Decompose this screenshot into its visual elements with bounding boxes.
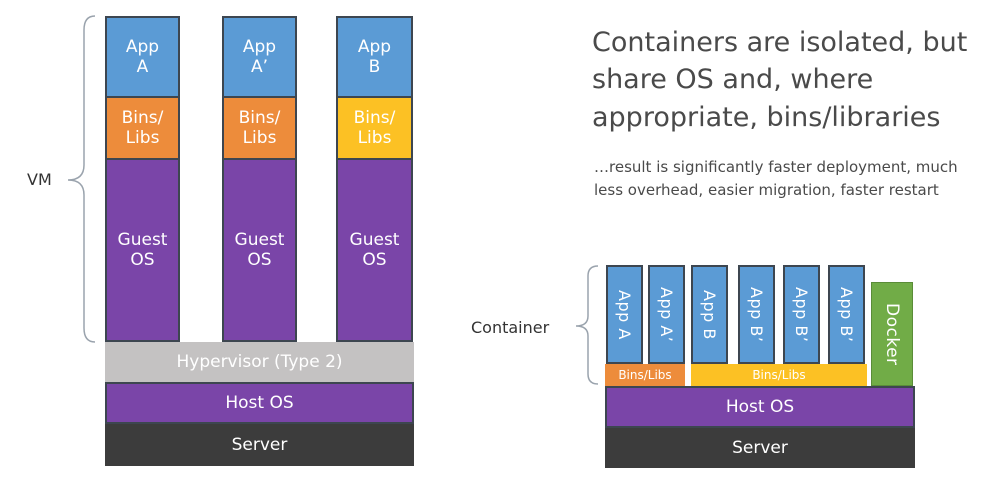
vm-brace [67, 15, 96, 343]
subtext: …result is significantly faster deployme… [594, 158, 958, 199]
vm-host-os-layer: Host OS [105, 382, 414, 424]
container-app-b-prime-2: App B’ [783, 265, 820, 364]
vm-app-a-prime: App A’ [222, 16, 297, 98]
container-server-layer: Server [605, 428, 915, 468]
vm-bins-a: Bins/ Libs [105, 98, 180, 160]
container-brace [575, 265, 599, 385]
vm-guest-os-a: Guest OS [105, 160, 180, 342]
heading: Containers are isolated, but share OS an… [592, 27, 968, 133]
vm-app-b: App B [336, 16, 413, 98]
container-app-b-prime-3: App B’ [828, 265, 865, 364]
container-app-b: App B [691, 265, 728, 364]
container-bins-b: Bins/Libs [691, 364, 867, 386]
container-app-b-prime-1: App B’ [738, 265, 775, 364]
vm-guest-os-a-prime: Guest OS [222, 160, 297, 342]
container-bins-a: Bins/Libs [605, 364, 685, 386]
hypervisor-layer: Hypervisor (Type 2) [105, 342, 414, 382]
vm-guest-os-b: Guest OS [336, 160, 413, 342]
vm-label: VM [27, 170, 52, 189]
vm-app-a: App A [105, 16, 180, 98]
vm-bins-b: Bins/ Libs [336, 98, 413, 160]
vm-server-layer: Server [105, 424, 414, 466]
vm-bins-a-prime: Bins/ Libs [222, 98, 297, 160]
container-host-os-layer: Host OS [605, 386, 915, 428]
container-label: Container [471, 318, 550, 337]
container-app-a-prime: App A’ [648, 265, 685, 364]
container-app-a: App A [606, 265, 643, 364]
docker-engine: Docker [871, 282, 913, 386]
